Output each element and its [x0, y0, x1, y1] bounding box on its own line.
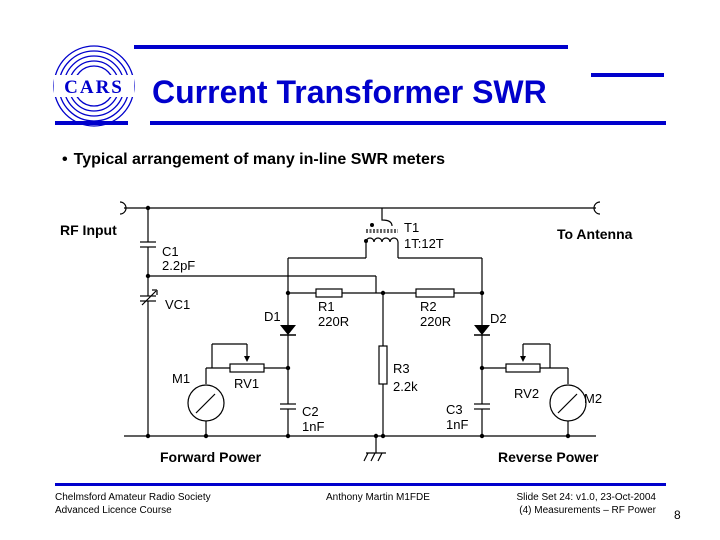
cars-logo: CARS	[53, 45, 135, 127]
label-m2-name: M2	[584, 391, 602, 406]
label-c1-value: 2.2pF	[162, 258, 195, 273]
d1-diode	[280, 325, 296, 335]
footer-course: Advanced Licence Course	[55, 505, 172, 516]
label-rf-input: RF Input	[60, 222, 117, 238]
label-d1-name: D1	[264, 309, 281, 324]
label-to-antenna: To Antenna	[557, 226, 633, 242]
label-r3-name: R3	[393, 361, 410, 376]
label-d2-name: D2	[490, 311, 507, 326]
label-r1-name: R1	[318, 299, 335, 314]
header-bar-bottom	[150, 121, 666, 125]
label-vc1-name: VC1	[165, 297, 190, 312]
header-bar-top	[134, 45, 568, 49]
rv2-body	[505, 363, 541, 373]
label-r2-name: R2	[420, 299, 437, 314]
logo-text: CARS	[64, 77, 124, 98]
rv1-body	[229, 363, 265, 373]
footer-bar	[55, 483, 666, 486]
header-bar-left	[55, 121, 128, 125]
page-number: 8	[674, 508, 681, 522]
label-c3-name: C3	[446, 402, 463, 417]
label-r2-value: 220R	[420, 314, 451, 329]
footer-section: (4) Measurements – RF Power	[519, 505, 656, 516]
label-c3-value: 1nF	[446, 417, 468, 432]
bullet-text: Typical arrangement of many in-line SWR …	[73, 151, 445, 168]
label-t1-name: T1	[404, 220, 419, 235]
page-title: Current Transformer SWR	[152, 74, 547, 110]
label-r1-value: 220R	[318, 314, 349, 329]
r1-body	[315, 288, 343, 298]
label-forward-power: Forward Power	[160, 449, 262, 465]
label-t1-value: 1T:12T	[404, 236, 444, 251]
r2-body	[415, 288, 455, 298]
d2-diode	[474, 325, 490, 335]
label-m1-name: M1	[172, 371, 190, 386]
label-r3-value: 2.2k	[393, 379, 418, 394]
label-rv1-name: RV1	[234, 376, 259, 391]
bullet-item: • Typical arrangement of many in-line SWR…	[62, 151, 445, 169]
label-reverse-power: Reverse Power	[498, 449, 599, 465]
header-bar-right	[591, 73, 664, 77]
label-c2-name: C2	[302, 404, 319, 419]
footer-society: Chelmsford Amateur Radio Society	[55, 492, 211, 503]
r3-body	[378, 345, 388, 385]
label-c1-name: C1	[162, 244, 179, 259]
label-c2-value: 1nF	[302, 419, 324, 434]
bullet-dot: •	[62, 151, 68, 168]
label-rv2-name: RV2	[514, 386, 539, 401]
footer-slide-set: Slide Set 24: v1.0, 23-Oct-2004	[516, 492, 656, 503]
footer-author: Anthony Martin M1FDE	[326, 492, 430, 503]
